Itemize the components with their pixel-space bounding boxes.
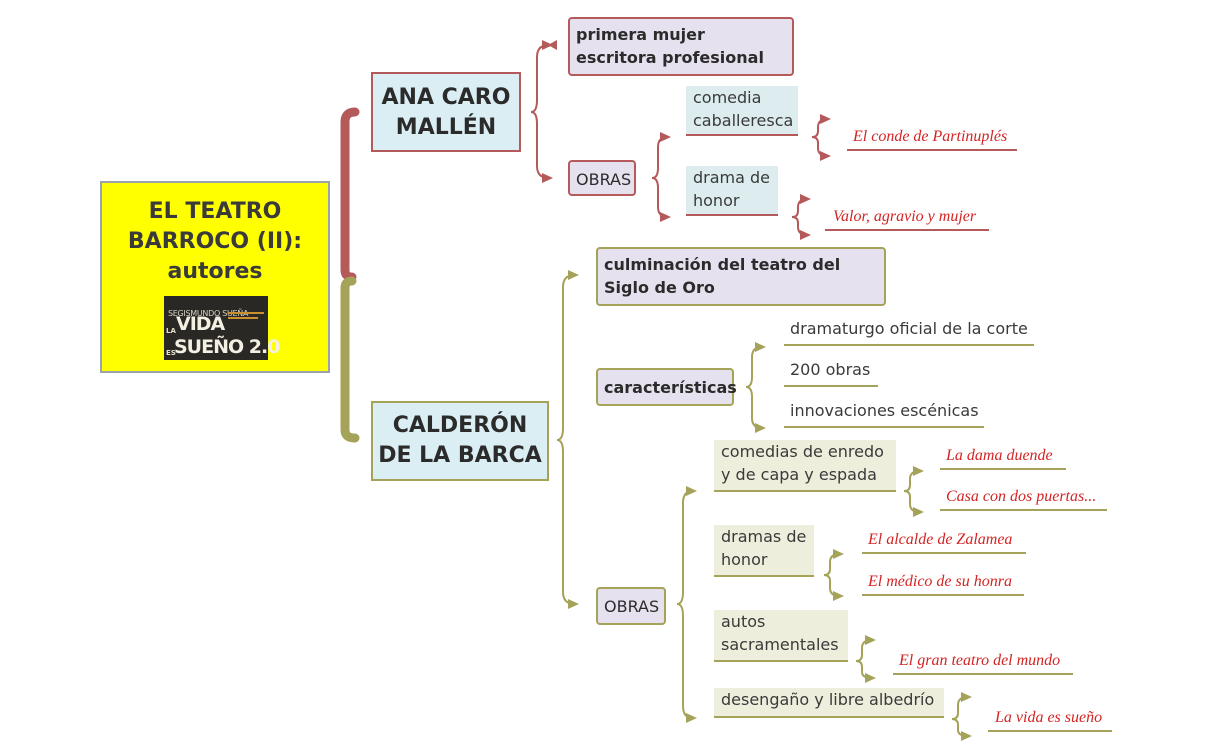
root-title-line-1: EL TEATRO bbox=[148, 199, 282, 224]
ana-works-box[interactable]: OBRAS bbox=[568, 160, 636, 196]
calderon-work-casa-con-dos-puertas[interactable]: Casa con dos puertas... bbox=[940, 488, 1107, 511]
calderon-work-el-medico-de-su-honra[interactable]: El médico de su honra bbox=[862, 573, 1024, 596]
poster-accent-bar bbox=[228, 317, 258, 319]
root-title-line-3: autores bbox=[167, 259, 263, 284]
poster-top-text: SEGISMUNDO SUEÑA bbox=[168, 309, 249, 318]
calderon-work-la-vida-es-sueno[interactable]: La vida es sueño bbox=[988, 709, 1112, 732]
poster-accent-bar bbox=[228, 312, 264, 314]
ana-work-valor-agravio-y-mujer[interactable]: Valor, agravio y mujer bbox=[825, 208, 989, 231]
ana-genre-drama-de-honor[interactable]: drama de honor bbox=[686, 166, 778, 216]
ana-genre-comedia-caballeresca[interactable]: comedia caballeresca bbox=[686, 86, 798, 136]
calderon-description-box[interactable]: culminación del teatro del Siglo de Oro bbox=[596, 247, 886, 306]
calderon-genre-desengano-y-libre-albedrio[interactable]: desengaño y libre albedrío bbox=[714, 688, 944, 718]
poster-sueno-text: SUEÑO 2.0 bbox=[174, 336, 280, 358]
poster-la-text: LA bbox=[166, 327, 176, 335]
la-vida-es-sueno-poster-image: SEGISMUNDO SUEÑA LA VIDA ES SUEÑO 2.0 bbox=[164, 296, 280, 360]
calderon-features-box[interactable]: características bbox=[596, 368, 737, 406]
feature-200-obras[interactable]: 200 obras bbox=[784, 358, 878, 387]
calderon-work-el-gran-teatro-del-mundo[interactable]: El gran teatro del mundo bbox=[893, 652, 1073, 675]
calderon-genre-comedias-de-enredo[interactable]: comedias de enredo y de capa y espada bbox=[714, 440, 896, 492]
poster-vida-text: VIDA bbox=[176, 313, 225, 335]
author-ana-caro[interactable]: ANA CARO MALLÉN bbox=[371, 72, 521, 152]
calderon-works-box[interactable]: OBRAS bbox=[596, 587, 666, 625]
feature-dramaturgo-oficial[interactable]: dramaturgo oficial de la corte bbox=[784, 317, 1034, 346]
author-calderon-de-la-barca[interactable]: CALDERÓN DE LA BARCA bbox=[371, 401, 549, 481]
root-title-line-2: BARROCO (II): bbox=[127, 229, 303, 254]
calderon-genre-autos-sacramentales[interactable]: autos sacramentales bbox=[714, 610, 848, 662]
root-topic[interactable]: EL TEATRO BARROCO (II): autores SEGISMUN… bbox=[100, 181, 330, 373]
ana-work-conde-de-partinuples[interactable]: El conde de Partinuplés bbox=[847, 128, 1017, 151]
feature-innovaciones-escenicas[interactable]: innovaciones escénicas bbox=[784, 399, 984, 428]
calderon-work-la-dama-duende[interactable]: La dama duende bbox=[940, 447, 1066, 470]
poster-es-text: ES bbox=[166, 349, 176, 357]
calderon-genre-dramas-de-honor[interactable]: dramas de honor bbox=[714, 525, 814, 577]
ana-description-box[interactable]: primera mujer escritora profesional bbox=[568, 17, 794, 76]
calderon-work-el-alcalde-de-zalamea[interactable]: El alcalde de Zalamea bbox=[862, 531, 1026, 554]
